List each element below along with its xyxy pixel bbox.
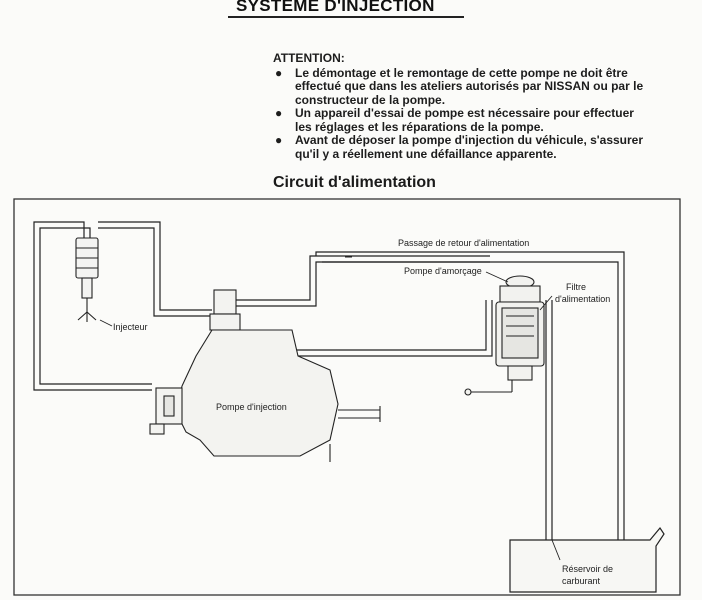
- attention-line: effectué que dans les ateliers autorisés…: [295, 79, 644, 93]
- diagram-frame: [13, 198, 681, 596]
- filter-leader: [539, 295, 553, 311]
- attention-item: ● Avant de déposer la pompe d'injection …: [275, 133, 683, 161]
- injection-pump-part: [149, 289, 381, 462]
- attention-line: constructeur de la pompe.: [295, 92, 446, 107]
- injector-return-pipe: [33, 221, 152, 391]
- bullet-icon: ●: [275, 65, 283, 80]
- fuel-filter-part: [464, 275, 545, 396]
- attention-item: ● Le démontage et le remontage de cette …: [275, 65, 683, 108]
- attention-line: Le démontage et le remontage de cette po…: [295, 65, 628, 80]
- attention-line: Avant de déposer la pompe d'injection du…: [295, 133, 644, 147]
- attention-block: ATTENTION: ● Le démontage et le remontag…: [273, 51, 683, 162]
- tank-leader: [551, 539, 561, 561]
- attention-line: les réglages et les réparations de la po…: [295, 119, 544, 134]
- supply-pipe-to-pump: [228, 255, 490, 307]
- bullet-icon: ●: [275, 133, 283, 147]
- injector-part: [75, 237, 99, 322]
- priming-pump-leader: [485, 271, 509, 283]
- attention-line: qu'il y a réellement une défaillance app…: [295, 146, 557, 161]
- fuel-tank-part: [509, 526, 665, 593]
- return-passage-label: Passage de retour d'alimentation: [398, 238, 529, 248]
- tank-label-line2: carburant: [562, 576, 601, 586]
- filter-label-line2: d'alimentation: [555, 294, 610, 304]
- section-title: Circuit d'alimentation: [273, 174, 436, 191]
- attention-title: ATTENTION:: [273, 51, 345, 65]
- high-pressure-pipe: [98, 221, 212, 317]
- injection-pump-label: Pompe d'injection: [216, 402, 287, 412]
- return-pipe-to-tank: [315, 251, 625, 540]
- page-header-title: SYSTEME D'INJECTION: [236, 0, 435, 15]
- attention-line: Un appareil d'essai de pompe est nécessa…: [295, 106, 634, 120]
- injector-label: Injecteur: [113, 322, 148, 332]
- attention-list: ● Le démontage et le remontage de cette …: [273, 65, 683, 162]
- header-rule: [228, 16, 464, 18]
- filter-label-line1: Filtre: [566, 282, 586, 292]
- injector-leader: [99, 319, 113, 327]
- priming-pump-label: Pompe d'amorçage: [404, 266, 482, 276]
- bullet-icon: ●: [275, 106, 283, 120]
- tank-label-line1: Réservoir de: [562, 564, 613, 574]
- attention-item: ● Un appareil d'essai de pompe est néces…: [275, 106, 683, 134]
- suction-pipe: [545, 300, 553, 540]
- filter-to-pump-pipe: [296, 300, 493, 357]
